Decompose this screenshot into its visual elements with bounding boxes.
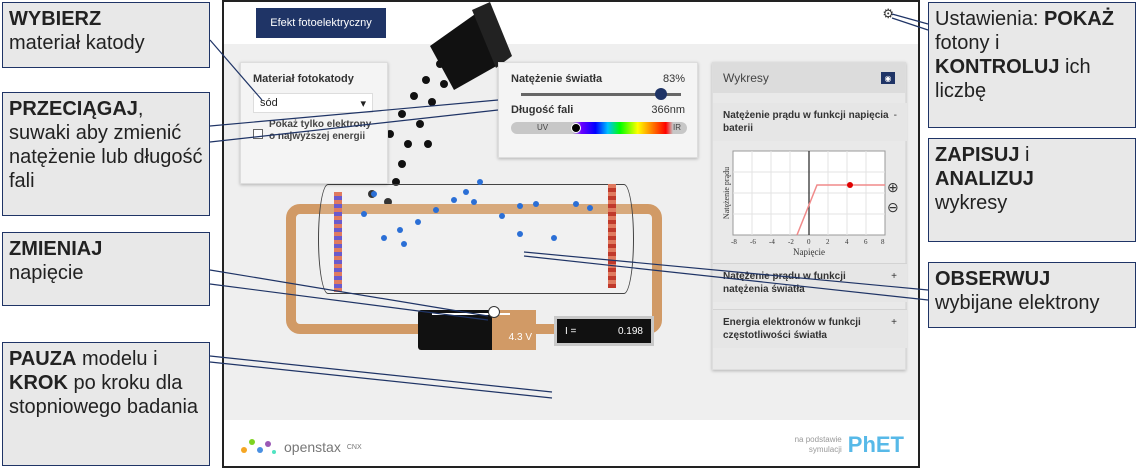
plot-tick-labels: -8 -6 -4 -2 0 2 4 6 8 — [731, 238, 885, 246]
footer: openstax CNX na podstawie symulacji PhET — [224, 420, 918, 466]
wavelength-label: Długość fali — [511, 104, 574, 116]
voltage-slider-knob[interactable] — [488, 306, 500, 318]
callout-bold: PAUZA — [9, 348, 77, 370]
callout-bold: POKAŻ — [1043, 8, 1114, 30]
plot-tick: -4 — [769, 238, 775, 246]
callout-bold: OBSERWUJ — [935, 268, 1051, 290]
phet-logo: PhET — [847, 432, 904, 457]
callout-bold: ZMIENIAJ — [9, 238, 103, 260]
graph-item-energy-frequency[interactable]: Energia elektronów w funkcji częstotliwo… — [713, 309, 907, 348]
ammeter-label: I = — [565, 325, 577, 337]
callout-settings: Ustawienia: POKAŻ fotony i KONTROLUJ ich… — [928, 2, 1136, 128]
graphs-header: Wykresy ◉ — [713, 63, 905, 93]
intensity-label: Natężenie światła — [511, 73, 603, 85]
callout-text: ich liczbę — [935, 56, 1091, 102]
graph-item-label: Energia elektronów w funkcji częstotliwo… — [723, 317, 861, 341]
callout-text: wybijane elektrony — [935, 292, 1100, 314]
cnx-text: CNX — [346, 443, 362, 451]
ammeter: I = 0.198 — [554, 316, 654, 346]
plot-tick: 4 — [845, 238, 849, 246]
battery-voltage: 4.3 V — [508, 332, 532, 343]
callout-text: wykresy — [935, 192, 1008, 214]
wavelength-slider[interactable]: UV IR — [511, 122, 687, 134]
gear-icon[interactable]: ⚙ — [882, 6, 894, 21]
light-control-panel: Natężenie światła 83% Długość fali 366nm… — [498, 62, 698, 158]
highest-energy-checkbox-label: Pokaż tylko elektrony o najwyższej energ… — [269, 119, 372, 142]
callout-observe-electrons: OBSERWUJ wybijane elektrony — [928, 262, 1136, 328]
sim-play-area: 4.3 V I = 0.198 Materiał fotokatody sód … — [224, 2, 918, 452]
callout-text: i — [1019, 144, 1030, 166]
callout-bold: KONTROLUJ — [935, 56, 1060, 78]
sim-title-button[interactable]: Efekt fotoelektryczny — [256, 8, 386, 38]
callout-bold: ZAPISUJ — [935, 144, 1020, 166]
cathode-material-label: Materiał fotokatody — [253, 73, 354, 85]
camera-icon[interactable]: ◉ — [881, 72, 895, 84]
callout-change-voltage: ZMIENIAJ napięcie — [2, 232, 210, 306]
callout-bold: PRZECIĄGAJ — [9, 98, 138, 120]
plot-tick: 8 — [881, 238, 885, 246]
zoom-out-icon[interactable]: ⊖ — [887, 199, 899, 215]
phet-sub-2: symulacji — [808, 445, 842, 454]
cathode-material-panel: Materiał fotokatody sód ▾ Pokaż tylko el… — [240, 62, 388, 184]
callout-bold: ANALIZUJ — [935, 168, 1034, 190]
collapse-icon[interactable]: - — [893, 110, 897, 121]
callout-save-analyze: ZAPISUJ i ANALIZUJ wykresy — [928, 138, 1136, 242]
phet-branding: na podstawie symulacji PhET — [795, 432, 904, 458]
callout-drag-sliders: PRZECIĄGAJ, suwaki aby zmienić natężenie… — [2, 92, 210, 216]
wavelength-slider-knob[interactable] — [571, 123, 581, 133]
graphs-panel: Wykresy ◉ Natężenie prądu w funkcji napi… — [712, 62, 907, 370]
graph-item-label: Natężenie prądu w funkcji natężenia świa… — [723, 271, 846, 295]
intensity-value: 83% — [662, 73, 685, 85]
wavelength-value: 366nm — [651, 104, 685, 116]
current-voltage-plot: -8 -6 -4 -2 0 2 4 6 8 Napięcie Natężenie… — [721, 149, 899, 257]
callout-text: po kroku dla stopniowego badania — [9, 372, 199, 418]
highest-energy-checkbox-row[interactable]: Pokaż tylko elektrony o najwyższej energ… — [253, 119, 375, 143]
selected-material: sód — [260, 97, 278, 109]
graphs-title: Wykresy — [723, 71, 769, 85]
battery-plus-end — [492, 310, 536, 350]
plot-tick: 0 — [807, 238, 811, 246]
ir-label: IR — [673, 123, 681, 132]
plot-tick: -2 — [788, 238, 794, 246]
zoom-in-icon[interactable]: ⊕ — [887, 179, 899, 195]
highest-energy-checkbox[interactable] — [253, 129, 263, 139]
cathode-electrode — [334, 192, 342, 292]
uv-label: UV — [537, 123, 549, 132]
ammeter-value: 0.198 — [617, 325, 643, 337]
expand-icon[interactable]: + — [891, 271, 897, 282]
callout-text: Ustawienia: — [935, 8, 1044, 30]
electrons — [361, 179, 593, 247]
expand-icon[interactable]: + — [891, 317, 897, 328]
callout-bold: KROK — [9, 372, 68, 394]
openstax-logo: openstax CNX — [238, 436, 362, 458]
callout-choose-cathode: WYBIERZ materiał katody — [2, 2, 210, 68]
callout-text: modelu i — [76, 348, 158, 370]
graph-item-current-voltage[interactable]: Natężenie prądu w funkcji napięcia bater… — [713, 103, 907, 141]
plot-tick: 6 — [864, 238, 868, 246]
graph-item-current-intensity[interactable]: Natężenie prądu w funkcji natężenia świa… — [713, 263, 907, 302]
phet-sub-1: na podstawie — [794, 435, 842, 444]
cathode-material-select[interactable]: sód ▾ — [253, 93, 373, 113]
intensity-slider[interactable] — [521, 88, 681, 100]
plot-ylabel: Natężenie prądu — [722, 167, 731, 219]
callout-text: napięcie — [9, 262, 84, 284]
intensity-slider-knob[interactable] — [655, 88, 667, 100]
plot-tick: 2 — [826, 238, 830, 246]
openstax-dots-icon — [241, 439, 276, 454]
simulator-frame: Efekt fotoelektryczny ⚙ — [222, 0, 920, 468]
lamp — [430, 2, 512, 90]
callout-pause-step: PAUZA modelu i KROK po kroku dla stopnio… — [2, 342, 210, 466]
callout-bold: WYBIERZ — [9, 8, 102, 30]
plot-xlabel: Napięcie — [793, 247, 825, 257]
plot-tick: -8 — [731, 238, 737, 246]
callout-text: materiał katody — [9, 32, 145, 54]
graph-item-label: Natężenie prądu w funkcji napięcia bater… — [723, 110, 889, 134]
anode-electrode — [608, 184, 616, 288]
openstax-text: openstax — [284, 439, 341, 455]
chevron-down-icon: ▾ — [360, 97, 366, 110]
callout-text: , suwaki aby zmienić natężenie lub długo… — [9, 98, 203, 192]
plot-tick: -6 — [750, 238, 756, 246]
battery: 4.3 V — [418, 306, 536, 350]
callout-text: fotony i — [935, 32, 1000, 54]
